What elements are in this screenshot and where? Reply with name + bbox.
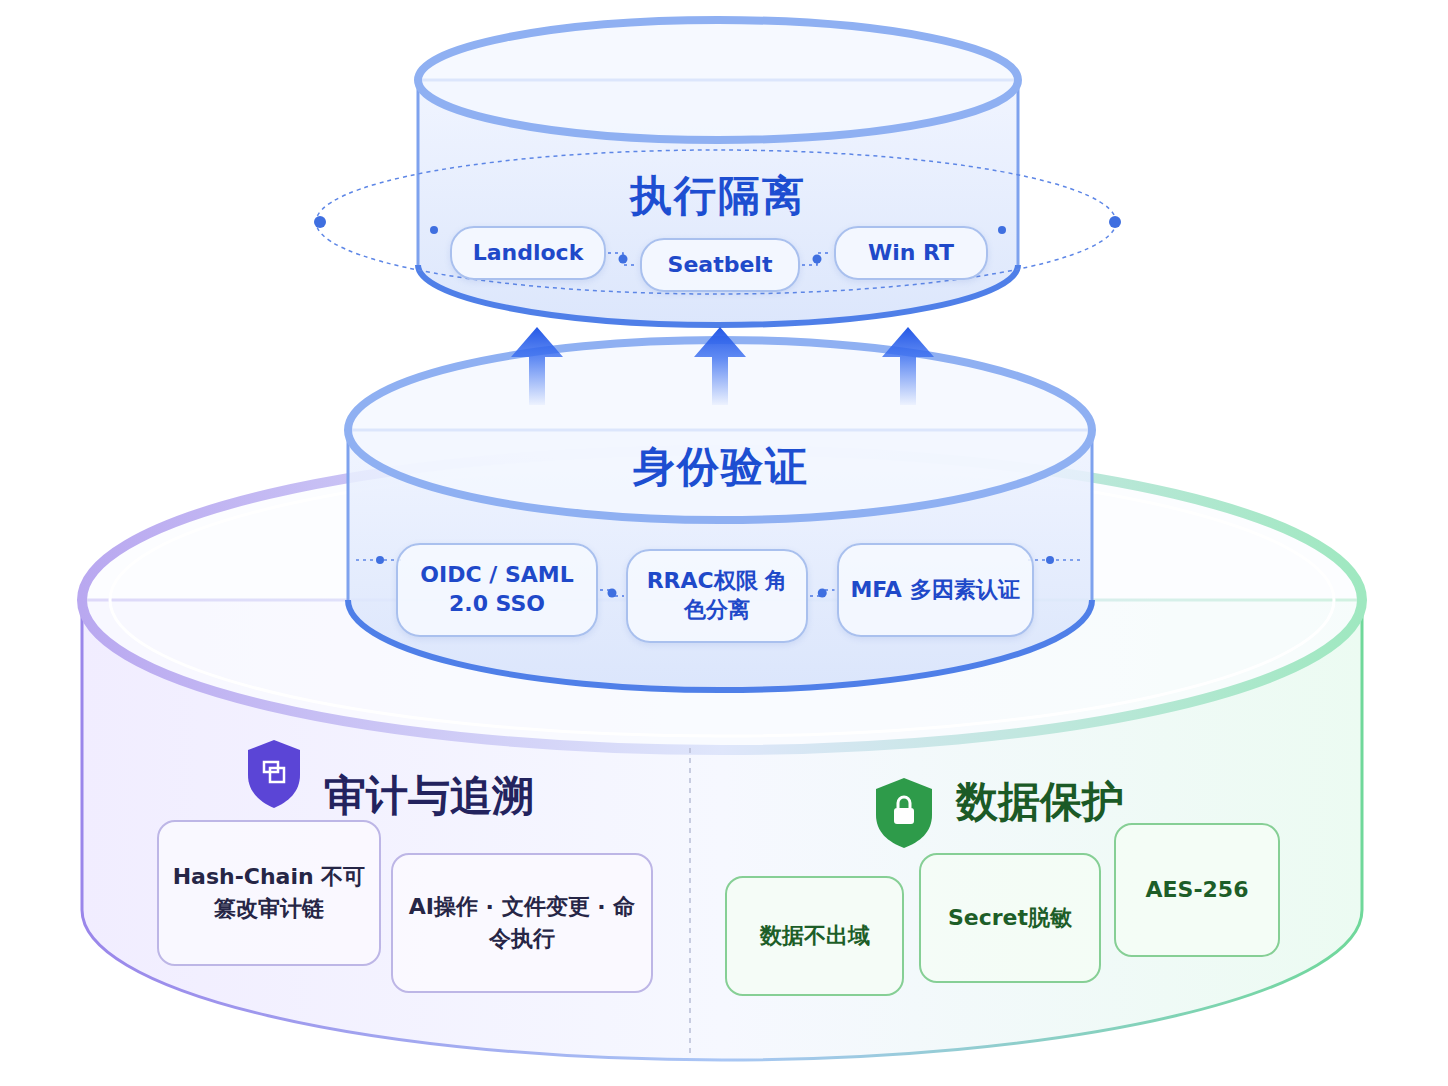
item-label: 数据不出域 (750, 920, 880, 952)
item-label: OIDC / SAML 2.0 SSO (398, 561, 596, 618)
link-dot (619, 255, 628, 264)
link-dot (813, 255, 822, 264)
item-label: AI操作 · 文件变更 · 命令执行 (393, 891, 651, 955)
feature-box: 数据不出域 (725, 876, 904, 996)
connector (882, 327, 934, 405)
item-label: AES-256 (1136, 874, 1259, 906)
audit-shield-icon (248, 740, 300, 808)
link-dot (818, 589, 827, 598)
connector (600, 589, 624, 598)
base-region: 审计与追溯 Hash-Chain 不可篡改审计链AI操作 · 文件变更 · 命令执… (90, 730, 690, 1050)
link-dot (608, 589, 617, 598)
dotted-link (608, 253, 638, 265)
up-arrow (882, 327, 934, 405)
item-label: Hash-Chain 不可篡改审计链 (159, 861, 379, 925)
tag-pill: Win RT (834, 226, 988, 280)
connector (802, 253, 832, 265)
layer-title: 执行隔离 (418, 168, 1018, 224)
item-label: MFA 多因素认证 (842, 576, 1027, 605)
item-label: Seatbelt (660, 251, 781, 280)
tag-pill: RRAC权限 角色分离 (626, 549, 808, 643)
item-label: Landlock (465, 239, 592, 268)
item-label: Secret脱敏 (938, 902, 1082, 934)
layer-title: 数据保护 (956, 774, 1124, 830)
layer-cylinder: 执行隔离 Landlock Seatbelt Win RT (418, 40, 1018, 325)
connector (694, 327, 746, 405)
layer-cylinder: 身份验证 OIDC / SAML 2.0 SSO RRAC权限 角色分离 MFA 多因… (348, 405, 1093, 685)
connector (608, 253, 638, 265)
dotted-link (802, 253, 832, 265)
tag-pill: Landlock (450, 226, 606, 280)
up-arrow (511, 327, 563, 405)
data-shield-icon (876, 778, 932, 848)
feature-box: Hash-Chain 不可篡改审计链 (157, 820, 381, 966)
item-label: RRAC权限 角色分离 (628, 567, 806, 624)
feature-box: AI操作 · 文件变更 · 命令执行 (391, 853, 653, 993)
feature-box: AES-256 (1114, 823, 1280, 957)
tag-pill: Seatbelt (640, 238, 800, 292)
up-arrow (694, 327, 746, 405)
connector (511, 327, 563, 405)
connector (810, 589, 835, 598)
base-region: 数据保护数据不出域 Secret脱敏 AES-256 (690, 730, 1350, 1050)
layer-title: 身份验证 (348, 439, 1093, 495)
layer-title: 审计与追溯 (324, 768, 534, 824)
tag-pill: MFA 多因素认证 (837, 543, 1034, 637)
tag-pill: OIDC / SAML 2.0 SSO (396, 543, 598, 637)
item-label: Win RT (860, 239, 962, 268)
feature-box: Secret脱敏 (919, 853, 1101, 983)
